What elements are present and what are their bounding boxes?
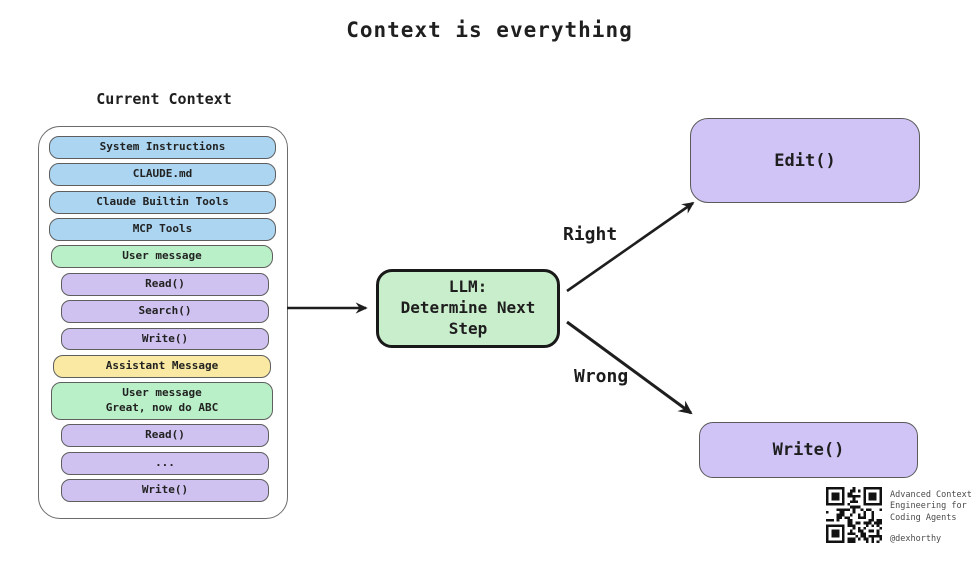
context-row: User message [51, 245, 273, 269]
edge-label-wrong: Wrong [574, 366, 629, 387]
write-outcome-node: Write() [699, 422, 918, 478]
context-row: MCP Tools [49, 218, 276, 241]
context-row: CLAUDE.md [49, 163, 276, 187]
context-row: Search() [61, 300, 269, 323]
context-row: Read() [61, 424, 269, 448]
footer-handle: @dexhorthy [890, 534, 942, 544]
context-row: Write() [61, 479, 269, 502]
current-context-label: Current Context [96, 90, 232, 108]
llm-node: LLM: Determine Next Step [376, 269, 560, 348]
footer-caption: Advanced Context Engineering for Coding … [890, 490, 972, 523]
edit-outcome-node: Edit() [690, 118, 920, 203]
edge-label-right: Right [563, 224, 618, 245]
context-row: Claude Builtin Tools [49, 190, 276, 214]
page-title: Context is everything [346, 18, 633, 42]
context-row: System Instructions [49, 136, 276, 159]
context-row: Write() [61, 327, 269, 351]
qr-code [826, 487, 882, 543]
context-row: Read() [61, 272, 269, 296]
arrow-right-to-edit [566, 201, 695, 293]
context-row: ... [61, 451, 269, 475]
context-row: Assistant Message [53, 354, 271, 378]
context-row: User message Great, now do ABC [51, 382, 273, 420]
